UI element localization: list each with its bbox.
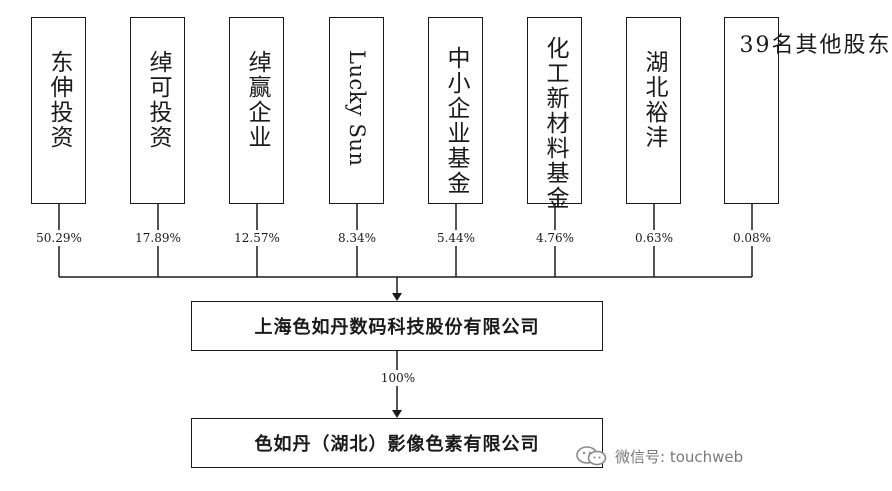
stake-percentage: 5.44% — [416, 230, 496, 246]
watermark-text: 微信号: touchweb — [615, 447, 744, 466]
shareholder-name: 绰赢企业 — [244, 50, 270, 150]
shareholder-box-2: 绰赢企业 — [229, 17, 284, 204]
shareholder-name: 东伸投资 — [46, 50, 72, 150]
shareholder-name: 湖北裕沣 — [641, 50, 667, 150]
shareholder-box-0: 东伸投资 — [31, 17, 86, 204]
arrowhead-parent — [392, 293, 402, 301]
subsidiary-company-box: 色如丹（湖北）影像色素有限公司 — [191, 418, 603, 468]
subsidiary-stake: 100% — [368, 370, 428, 386]
ownership-diagram: 东伸投资 绰可投资 绰赢企业 Lucky Sun 中小企业基金 化工新材料基金 … — [19, 17, 892, 468]
shareholder-name: Lucky Sun — [345, 50, 369, 167]
stake-percentage: 50.29% — [19, 230, 99, 246]
parent-company-name: 上海色如丹数码科技股份有限公司 — [254, 317, 540, 338]
shareholder-box-5: 化工新材料基金 — [527, 17, 582, 211]
shareholder-box-6: 湖北裕沣 — [626, 17, 681, 204]
shareholder-box-7: 39名其他股东 — [724, 17, 892, 204]
shareholder-box-1: 绰可投资 — [130, 17, 185, 204]
subsidiary-company-name: 色如丹（湖北）影像色素有限公司 — [254, 434, 540, 455]
stake-percentage: 0.63% — [614, 230, 694, 246]
wechat-icon — [576, 446, 607, 466]
watermark: 微信号: touchweb — [575, 445, 743, 467]
shareholder-name: 39名其他股东 — [739, 33, 892, 58]
stake-percentage: 12.57% — [217, 230, 297, 246]
stake-percentage: 4.76% — [515, 230, 595, 246]
arrowhead-subsidiary — [392, 410, 402, 418]
shareholder-box-3: Lucky Sun — [329, 17, 384, 204]
stake-percentage: 0.08% — [712, 230, 792, 246]
shareholder-box-4: 中小企业基金 — [428, 17, 483, 204]
shareholder-name: 中小企业基金 — [443, 46, 469, 196]
shareholder-name: 化工新材料基金 — [542, 36, 568, 211]
shareholder-name: 绰可投资 — [145, 50, 171, 150]
parent-company-box: 上海色如丹数码科技股份有限公司 — [191, 301, 603, 351]
stake-percentage: 17.89% — [118, 230, 198, 246]
stake-percentage: 8.34% — [317, 230, 397, 246]
